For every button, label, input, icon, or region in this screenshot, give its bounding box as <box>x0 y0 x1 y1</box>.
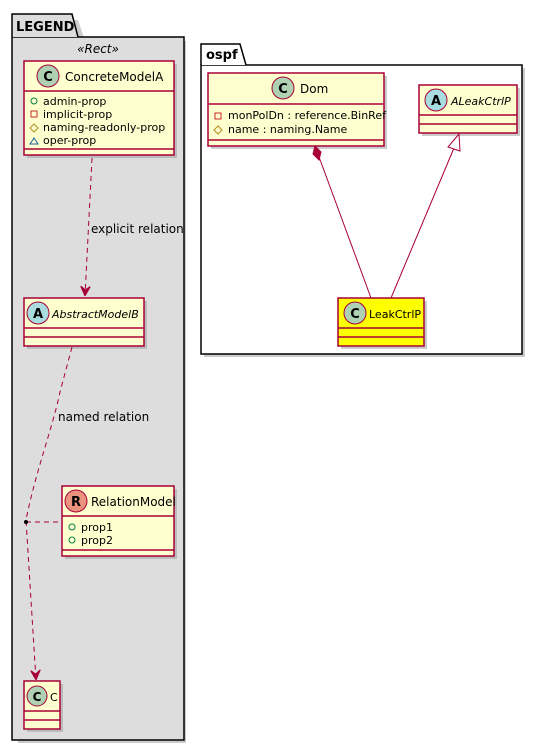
svg-text:R: R <box>71 495 81 510</box>
legend-package: LEGEND «Rect» <box>11 13 186 743</box>
prop-name: name : naming.Name <box>228 123 348 136</box>
class-leak-ctrl-p[interactable]: C LeakCtrlP <box>337 297 427 349</box>
svg-text:C: C <box>33 690 42 704</box>
class-name: RelationModel <box>91 495 176 509</box>
protected-visibility-icon <box>213 125 223 135</box>
inheritance-triangle-icon <box>447 132 461 152</box>
public-visibility-icon <box>68 523 76 531</box>
named-relation-label: named relation <box>58 410 149 424</box>
legend-package-title: LEGEND <box>16 20 75 35</box>
legend-stereotype: «Rect» <box>77 42 119 56</box>
package-visibility-icon <box>29 137 39 145</box>
svg-text:A: A <box>33 307 43 322</box>
svg-text:C: C <box>43 70 53 85</box>
prop-mon-pol-dn: monPolDn : reference.BinRef <box>228 109 387 122</box>
prop-implicit: implicit-prop <box>43 108 112 121</box>
class-badge-icon: C <box>271 76 295 100</box>
class-name: ConcreteModelA <box>65 70 164 84</box>
class-name: LeakCtrlP <box>369 308 421 321</box>
explicit-relation-edge: explicit relation <box>85 157 184 296</box>
class-c[interactable]: C C <box>23 680 63 732</box>
composition-diamond-icon <box>312 145 322 161</box>
class-name: ALeakCtrlP <box>450 95 511 108</box>
abstract-badge-icon: A <box>424 88 448 112</box>
class-badge-icon: C <box>343 301 367 325</box>
abstract-badge-icon: A <box>26 301 50 325</box>
prop-admin: admin-prop <box>43 95 106 108</box>
generalization-edge <box>390 132 461 299</box>
prop-1: prop1 <box>81 521 113 534</box>
class-abstract-model-b[interactable]: A AbstractModelB <box>23 297 147 349</box>
class-name: Dom <box>300 82 328 96</box>
relation-badge-icon: R <box>64 489 88 513</box>
class-aleak-ctrl-p[interactable]: A ALeakCtrlP <box>418 84 520 136</box>
ospf-package-title: ospf <box>206 48 238 63</box>
composition-edge <box>312 145 372 299</box>
prop-naming-readonly: naming-readonly-prop <box>43 121 165 134</box>
class-dom[interactable]: C Dom monPolDn : reference.BinRef name :… <box>207 72 387 149</box>
class-badge-icon: C <box>26 685 48 707</box>
class-concrete-model-a[interactable]: C ConcreteModelA admin-prop implicit-pro… <box>23 60 177 158</box>
public-visibility-icon <box>30 97 38 105</box>
prop-oper: oper-prop <box>43 134 96 147</box>
public-visibility-icon <box>68 536 76 544</box>
svg-text:A: A <box>431 94 441 109</box>
class-relation-model[interactable]: R RelationModel prop1 prop2 <box>61 485 177 559</box>
private-visibility-icon <box>214 112 222 120</box>
named-relation-edge: named relation <box>24 346 149 680</box>
svg-text:C: C <box>350 307 360 322</box>
class-name: AbstractModelB <box>51 308 139 321</box>
svg-text:C: C <box>278 82 288 97</box>
explicit-relation-label: explicit relation <box>91 222 184 236</box>
private-visibility-icon <box>30 110 38 118</box>
protected-visibility-icon <box>29 123 39 133</box>
class-badge-icon: C <box>36 64 60 88</box>
prop-2: prop2 <box>81 534 113 547</box>
class-name: C <box>50 691 58 704</box>
